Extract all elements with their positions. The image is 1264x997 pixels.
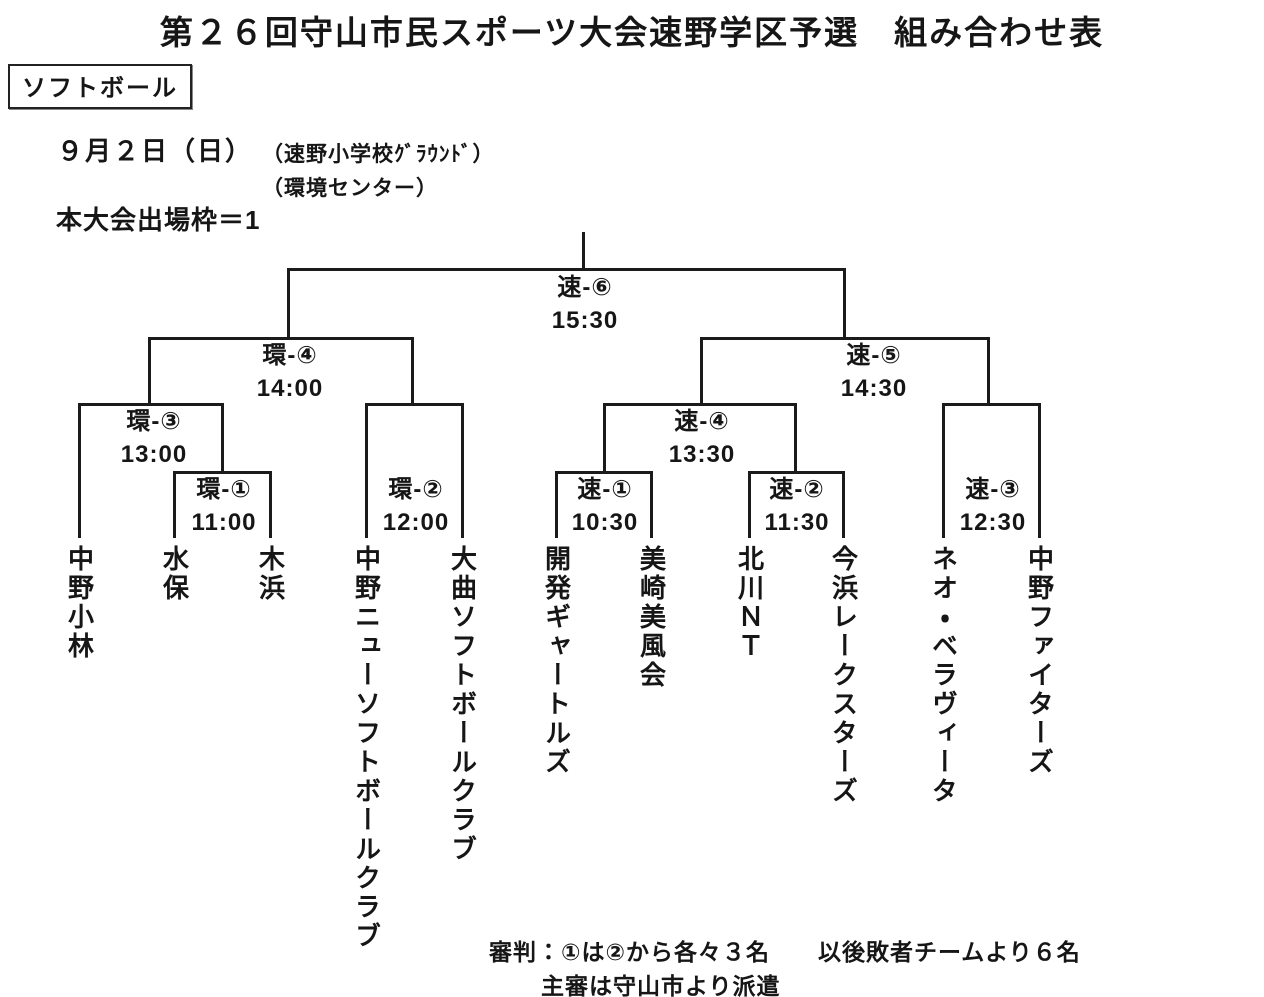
bracket-line <box>365 403 368 538</box>
match-label-kan-2: 環-② 12:00 <box>382 476 450 536</box>
bracket-line <box>555 471 558 538</box>
bracket-line <box>461 403 464 538</box>
team-name-omagari-sbc: 大曲ソフトボールクラブ <box>447 545 478 864</box>
team-name-imahama: 今浜レークスターズ <box>828 545 859 806</box>
bracket-line <box>1038 403 1041 538</box>
team-name-kitagawa-nt: 北川ＮＴ <box>734 545 765 661</box>
match-label-haya-4: 速-④ 13:30 <box>668 408 736 468</box>
bracket-line <box>555 471 653 474</box>
bracket-line <box>173 471 176 538</box>
bracket-line <box>78 403 81 538</box>
page-title: 第２６回守山市民スポーツ大会速野学区予選 組み合わせ表 <box>159 14 1105 51</box>
venue-ground: （速野小学校ｸﾞﾗｳﾝﾄﾞ） <box>262 143 495 166</box>
bracket-line <box>148 337 151 406</box>
umpire-note: 主審は守山市より派遣 <box>541 973 781 997</box>
referee-note: 審判：①は②から各々３名 以後敗者チームより６名 <box>489 939 1081 965</box>
team-name-kihama: 木浜 <box>255 545 286 603</box>
match-label-haya-3: 速-③ 12:30 <box>959 476 1027 536</box>
bracket-line <box>173 471 272 474</box>
bracket-line <box>748 471 845 474</box>
match-label-haya-5: 速-⑤ 14:30 <box>840 342 908 402</box>
team-name-misaki: 美崎美風会 <box>636 545 667 690</box>
bracket-line <box>748 471 751 538</box>
bracket-line <box>148 337 414 340</box>
match-label-haya-1: 速-① 10:30 <box>571 476 639 536</box>
bracket-line <box>842 471 845 538</box>
bracket-line <box>650 471 653 538</box>
bracket-line <box>942 403 1041 406</box>
bracket-line <box>411 337 414 406</box>
team-name-nakano-kobayashi: 中野小林 <box>64 545 95 661</box>
bracket-line <box>987 337 990 406</box>
bracket-line <box>843 268 846 340</box>
bracket-line <box>221 403 224 474</box>
bracket-line <box>78 403 224 406</box>
match-label-haya-2: 速-② 11:30 <box>764 476 830 536</box>
bracket-line <box>603 403 606 474</box>
event-date: ９月２日（日） <box>57 136 254 166</box>
bracket-line <box>269 471 272 538</box>
match-label-kan-3: 環-③ 13:00 <box>120 408 188 468</box>
team-name-neo-bellavita: ネオ・ベラヴィータ <box>928 545 959 806</box>
match-label-final: 速-⑥ 15:30 <box>551 274 619 334</box>
bracket-line <box>287 268 846 271</box>
team-name-nakano-fighters: 中野ファイターズ <box>1024 545 1055 777</box>
bracket-line <box>582 232 585 271</box>
bracket-line <box>794 403 797 474</box>
team-name-mizuho: 水保 <box>159 545 190 603</box>
bracket-line <box>700 337 703 406</box>
bracket-line <box>603 403 797 406</box>
match-label-kan-1: 環-① 11:00 <box>191 476 257 536</box>
bracket-line <box>287 268 290 340</box>
venue-center: （環境センター） <box>262 177 438 200</box>
bracket-line <box>700 337 990 340</box>
qualifier-slots-note: 本大会出場枠＝1 <box>56 205 261 235</box>
team-name-kaihatsu: 開発ギャートルズ <box>541 545 572 777</box>
bracket-line <box>365 403 464 406</box>
bracket-line <box>942 403 945 538</box>
team-name-nakano-new-sbc: 中野ニューソフトボールクラブ <box>351 545 382 951</box>
sport-label-box: ソフトボール <box>8 64 192 109</box>
match-label-kan-4: 環-④ 14:00 <box>256 342 324 402</box>
